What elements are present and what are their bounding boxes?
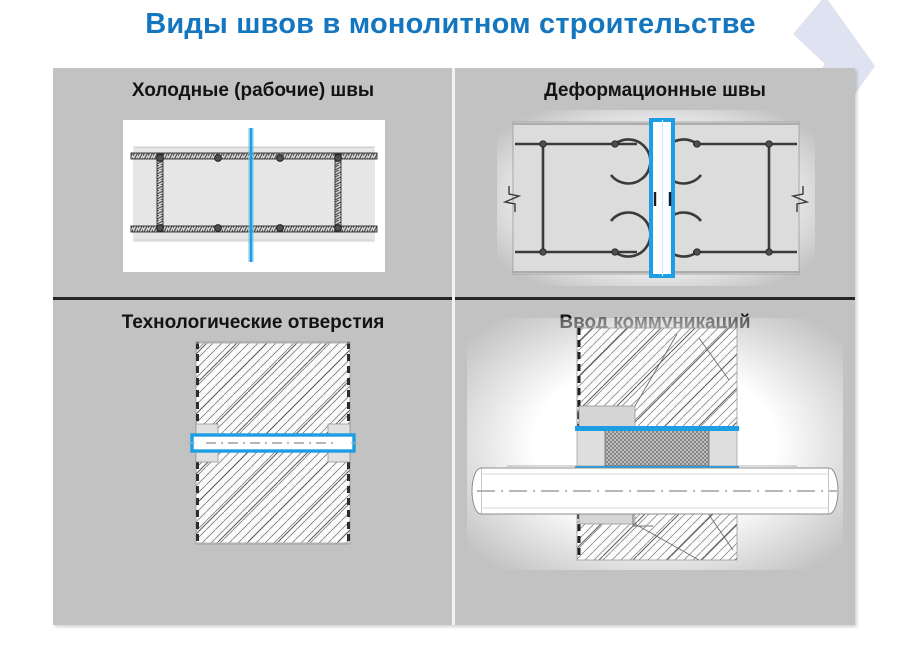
quadrant-title-cold-joints: Холодные (рабочие) швы: [131, 80, 375, 101]
quadrant-expansion-joints: Деформационные швы: [455, 68, 855, 297]
quadrant-utility-entry: Ввод коммуникаций: [455, 300, 855, 570]
quadrant-cold-joints: Холодные (рабочие) швы: [53, 68, 453, 297]
page-title: Виды швов в монолитном строительстве: [145, 8, 756, 40]
diagram-board: Холодные (рабочие) швы: [53, 68, 855, 625]
figure-rebar-cage-cross-section: [123, 120, 385, 272]
quadrant-title-expansion-joints: Деформационные швы: [544, 80, 766, 101]
pipe-penetration: [471, 467, 839, 515]
quadrant-technological-openings: Технологические отверстия: [53, 300, 453, 545]
figure-wall-opening-section: [188, 341, 358, 545]
figure-expansion-joint-section: [497, 110, 815, 286]
figure-pipe-penetration-section: [467, 318, 843, 570]
technological-opening: [190, 433, 356, 453]
divider-vertical-bottom: [452, 300, 455, 625]
quadrant-title-technological-openings: Технологические отверстия: [121, 312, 385, 333]
expansion-gap: [649, 118, 675, 278]
